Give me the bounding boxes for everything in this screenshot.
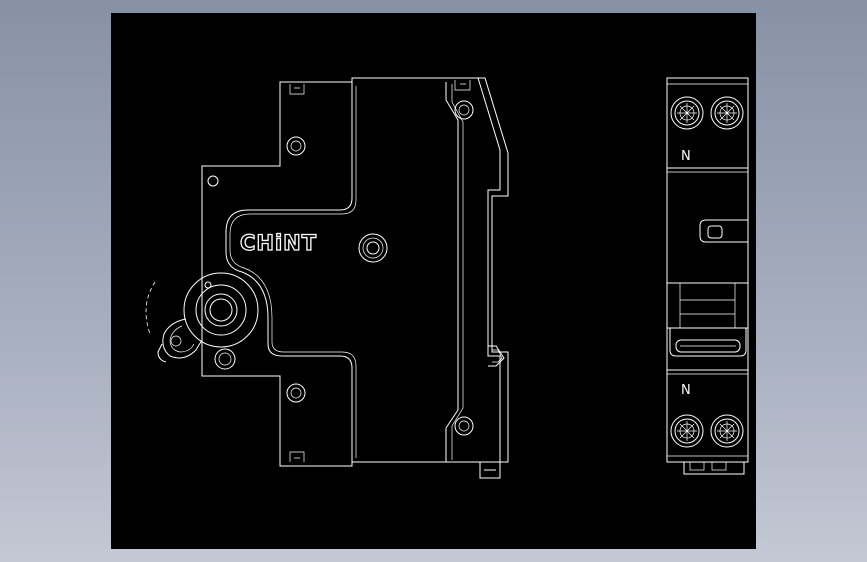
terminal-screw-top-left[interactable] [670,96,704,130]
brand-logo: CHiNT [240,231,317,255]
side-view-inner-chassis [225,82,353,462]
side-view-operating-knob[interactable] [183,272,259,348]
side-view-hole-bottom-right [454,416,474,436]
side-view-small-hole [207,175,219,187]
side-view-hole-top-left [286,136,306,156]
terminal-screw-top-right[interactable] [710,96,744,130]
side-view-rail-clip-inner [451,84,464,460]
side-view-outline [201,77,509,467]
terminal-screw-bottom-left[interactable] [670,414,704,448]
side-view-toggle-handle[interactable] [157,318,203,363]
side-view-bottom-tab [479,462,501,479]
terminal-screw-bottom-right[interactable] [710,414,744,448]
side-view-bottom-left-notch [289,451,305,462]
side-view-center-rivet [358,233,388,263]
top-terminal-label: N [681,149,691,164]
front-view-toggle[interactable] [666,282,749,357]
side-view-inner-chassis-offset [229,86,357,458]
front-view-top-terminals: N [670,96,744,164]
front-view-bottom-tab [683,462,745,475]
side-view-top-left-notch [289,84,305,95]
side-view-hole-top-right [454,100,474,120]
side-view-lever-pivot-lower [214,348,236,370]
front-view: N N [666,77,749,475]
side-view-rail-slope [477,77,501,462]
cad-viewport[interactable] [111,13,756,549]
front-view-indicator [699,219,748,243]
side-view-swing-arc [145,281,156,335]
front-view-bottom-terminals: N [670,383,744,448]
side-view-top-latch [454,80,471,91]
side-view-rail-clip [445,82,459,462]
side-view: CHiNT [145,77,509,479]
front-view-outline [666,77,749,463]
side-view-hole-bottom-left [286,383,306,403]
side-view-side-catch [488,345,505,367]
bottom-terminal-label: N [681,383,691,398]
